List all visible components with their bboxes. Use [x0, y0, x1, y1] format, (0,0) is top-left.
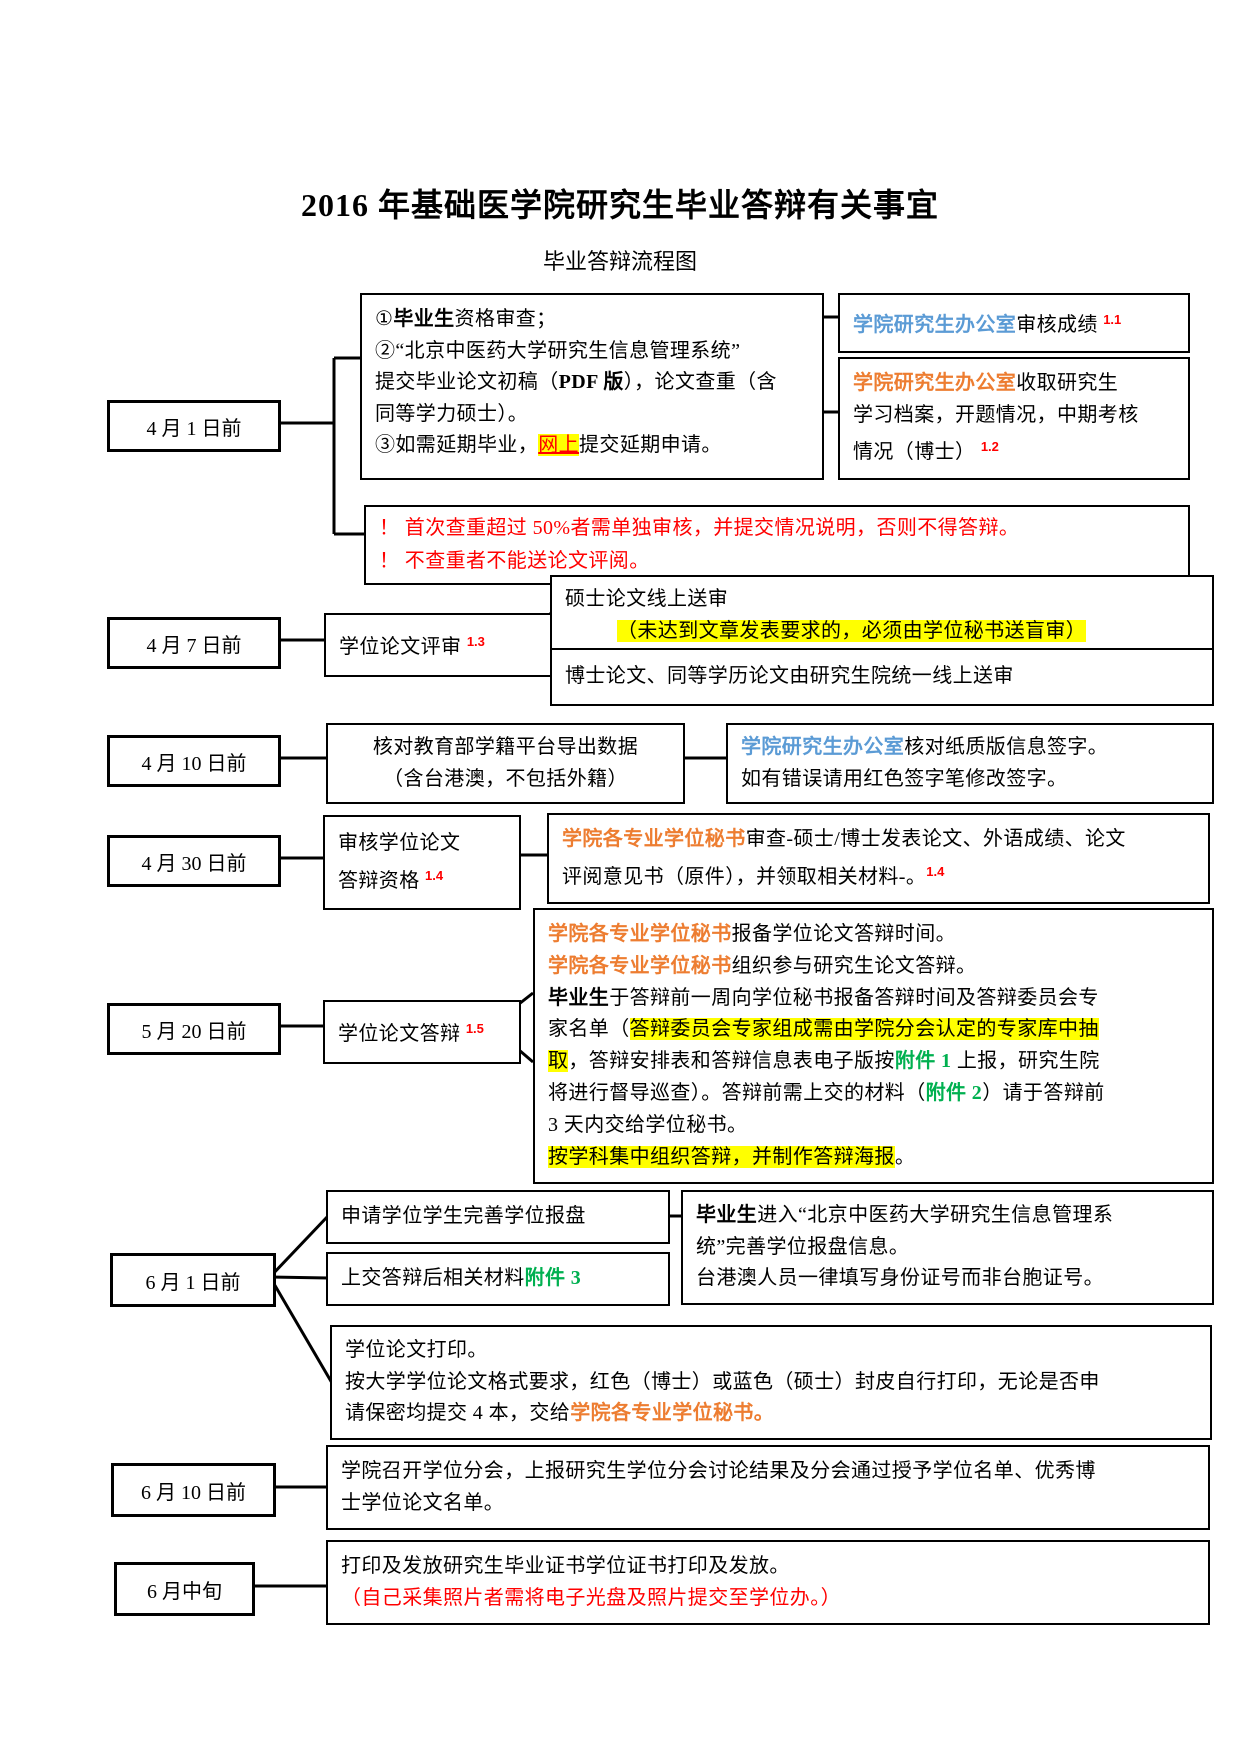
page-title: 2016 年基础医学院研究生毕业答辩有关事宜 — [300, 187, 939, 223]
post-defense-materials-box: 上交答辩后相关材料附件 3 — [326, 1252, 670, 1306]
defense-qualification-box: 审核学位论文答辩资格 1.4 — [323, 815, 521, 910]
plagiarism-warning-box: ！ 首次查重超过 50%者需单独审核，并提交情况说明，否则不得答辩。！ 不查重者… — [364, 505, 1190, 585]
certificate-box: 打印及发放研究生毕业证书学位证书打印及发放。（自己采集照片者需将电子光盘及照片提… — [326, 1540, 1210, 1625]
office-archive-box: 学院研究生办公室收取研究生学习档案，开题情况，中期考核情况（博士） 1.2 — [838, 357, 1190, 480]
thesis-defense-box: 学位论文答辩 1.5 — [323, 1000, 521, 1064]
date-box-may20: 5 月 20 日前 — [107, 1003, 281, 1055]
check-sign-box: 学院研究生办公室核对纸质版信息签字。如有错误请用红色签字笔修改签字。 — [726, 723, 1214, 804]
date-box-apr7: 4 月 7 日前 — [107, 617, 281, 669]
date-box-apr1: 4 月 1 日前 — [107, 400, 281, 452]
qualification-check-box: ①毕业生资格审查；②“北京中医药大学研究生信息管理系统”提交毕业论文初稿（PDF… — [360, 293, 824, 480]
degree-disk-box: 申请学位学生完善学位报盘 — [326, 1190, 670, 1244]
doctor-review-box: 博士论文、同等学历论文由研究生院统一线上送审 — [550, 648, 1214, 706]
check-data-box: 核对教育部学籍平台导出数据（含台港澳，不包括外籍） — [326, 723, 685, 804]
date-box-apr10: 4 月 10 日前 — [107, 735, 281, 787]
defense-detail-box: 学院各专业学位秘书报备学位论文答辩时间。学院各专业学位秘书组织参与研究生论文答辩… — [533, 908, 1214, 1185]
date-box-midjun: 6 月中旬 — [114, 1562, 255, 1616]
student-info-box: 毕业生进入“北京中医药大学研究生信息管理系统”完善学位报盘信息。台港澳人员一律填… — [681, 1190, 1214, 1305]
page-subtitle: 毕业答辩流程图 — [542, 249, 697, 274]
secretary-check-box: 学院各专业学位秘书审查-硕士/博士发表论文、外语成绩、论文评阅意见书（原件），并… — [547, 813, 1210, 904]
master-review-box: 硕士论文线上送审（未达到文章发表要求的，必须由学位秘书送盲审） — [550, 575, 1214, 656]
thesis-review-box: 学位论文评审 1.3 — [324, 613, 558, 677]
thesis-print-box: 学位论文打印。按大学学位论文格式要求，红色（博士）或蓝色（硕士）封皮自行打印，无… — [330, 1325, 1212, 1440]
date-box-jun10: 6 月 10 日前 — [111, 1463, 276, 1517]
degree-committee-box: 学院召开学位分会，上报研究生学位分会讨论结果及分会通过授予学位名单、优秀博士学位… — [326, 1445, 1210, 1530]
office-grade-review-box: 学院研究生办公室审核成绩 1.1 — [838, 293, 1190, 353]
date-box-apr30: 4 月 30 日前 — [107, 835, 281, 887]
date-box-jun1: 6 月 1 日前 — [110, 1253, 276, 1307]
